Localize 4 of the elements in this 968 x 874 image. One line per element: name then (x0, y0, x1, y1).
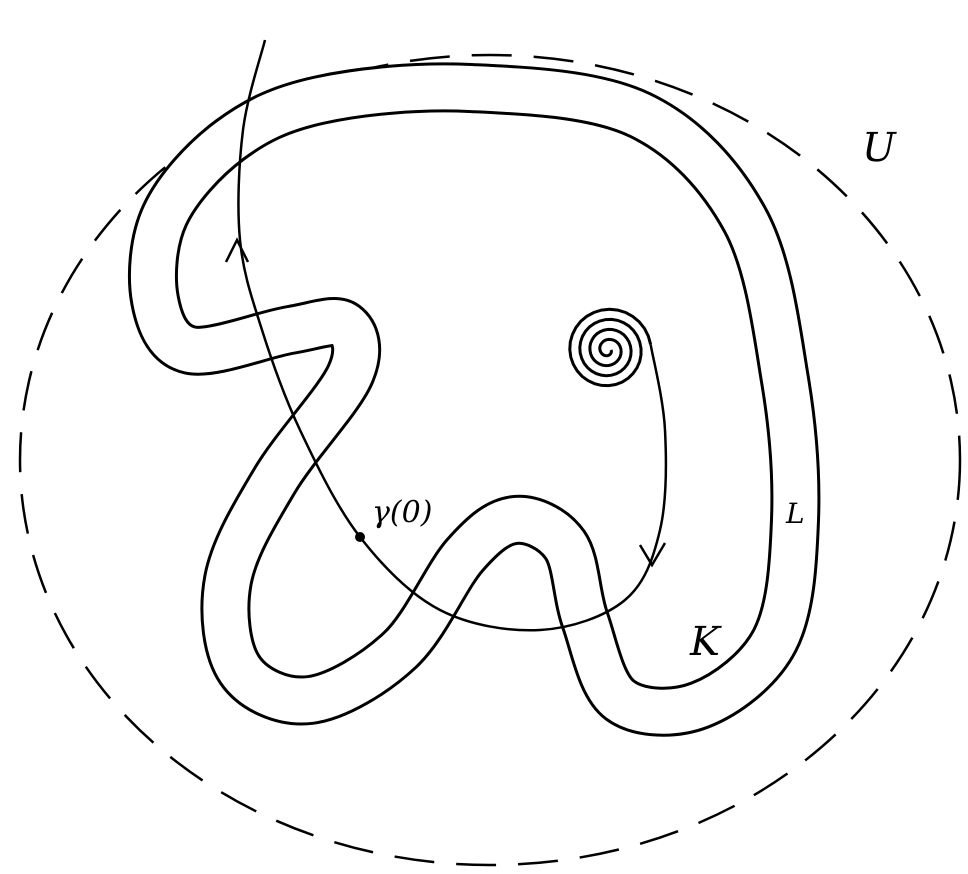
math-label: U (862, 128, 896, 168)
math-label: K (690, 622, 720, 662)
math-label: γ(0) (372, 498, 432, 528)
math-label: L (786, 500, 805, 528)
